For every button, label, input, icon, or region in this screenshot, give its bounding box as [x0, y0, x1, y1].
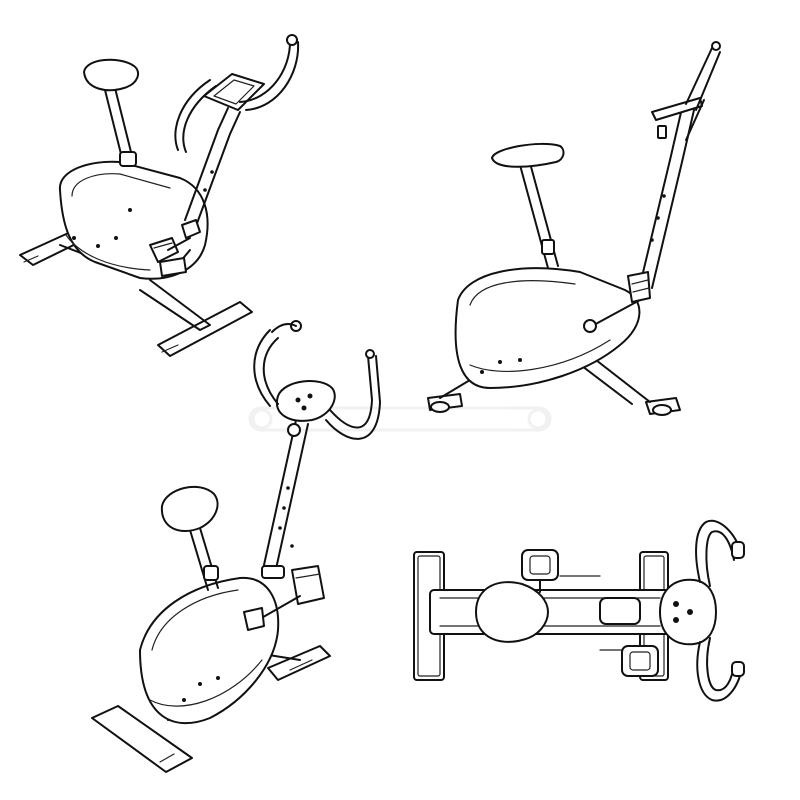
bike-view-front-left	[19, 34, 300, 357]
pedal-lower-view4	[621, 633, 659, 677]
bike-view-top	[413, 519, 745, 702]
watermark	[248, 406, 552, 432]
pedal-upper-view4	[521, 549, 559, 593]
bike-view-side	[427, 41, 721, 416]
bike-view-rear-right	[91, 320, 381, 773]
pedal-left-view1	[149, 237, 179, 263]
